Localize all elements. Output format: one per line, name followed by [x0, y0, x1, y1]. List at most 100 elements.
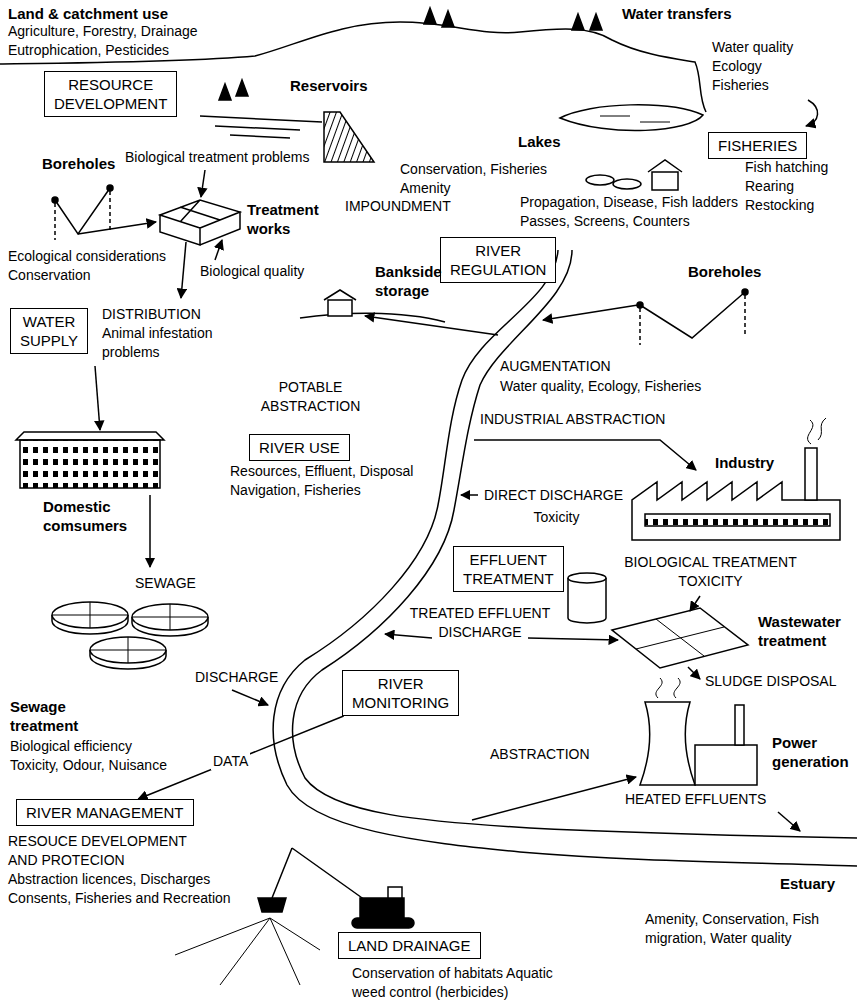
annotation-label: POTABLE ABSTRACTION: [260, 378, 361, 416]
leader-arrow: [215, 240, 222, 260]
flow-arrow: [365, 316, 498, 335]
feature-title: Treatment works: [247, 200, 320, 238]
factory-windows: [645, 514, 830, 526]
treatment-works: [160, 200, 240, 245]
annotation-label: Biological treatment problems: [125, 148, 311, 167]
pump-house: [324, 290, 356, 316]
data-connector: [138, 716, 343, 799]
smoke: [808, 418, 826, 444]
feature-title: Domestic comsumers: [43, 497, 128, 535]
annotation-label: HEATED EFFLUENTS: [625, 790, 768, 809]
annotation-label: ABSTRACTION: [490, 745, 591, 764]
flow-arrow: [232, 690, 268, 705]
feature-title: Estuary: [780, 874, 837, 893]
feature-title: Land & catchment use: [8, 4, 170, 23]
annotation-label: Fish hatching Rearing Restocking: [745, 158, 830, 215]
annotation-label: RESOUCE DEVELOPMENT AND PROTECION: [8, 832, 188, 870]
annotation-label: Water quality, Ecology, Fisheries: [500, 377, 703, 396]
annotation-label: Biological quality: [200, 262, 306, 281]
drainage-lines: [175, 918, 320, 985]
reservoir-water: [200, 116, 322, 138]
boxed-heading: RIVER MONITORING: [342, 670, 459, 716]
annotation-label: Resources, Effluent, Disposal Navigation…: [230, 462, 415, 500]
annotation-label: Abstraction licences, Discharges Consent…: [8, 870, 232, 908]
power-building: [695, 745, 757, 785]
fish-pond: [613, 179, 641, 189]
flow-arrow: [528, 638, 618, 640]
lake: [560, 105, 703, 131]
box-text: LAND DRAINAGE: [348, 936, 471, 955]
flow-arrow: [385, 634, 432, 638]
box-text: EFFLUENT TREATMENT: [463, 550, 554, 588]
fish-pond: [586, 175, 614, 185]
flow-arrow: [472, 777, 636, 820]
boxed-heading: RIVER MANAGEMENT: [16, 799, 194, 826]
flow-arrow: [778, 812, 800, 831]
dam: [324, 112, 374, 162]
feature-title: Reservoirs: [290, 76, 369, 95]
borehole-pipe: [55, 188, 110, 234]
feature-title: Lakes: [518, 132, 562, 151]
flow-arrow: [690, 596, 700, 611]
excavator-body: [360, 898, 404, 918]
excavator-tracks: [352, 918, 414, 928]
flow-arrow: [181, 242, 186, 298]
storage-tank: [568, 578, 606, 623]
flow-arrow: [688, 667, 700, 679]
transfer-arrow: [806, 100, 818, 126]
storage-tank-top: [568, 573, 606, 583]
boxed-heading: FISHERIES: [708, 132, 807, 159]
boxed-heading: RESOURCE DEVELOPMENT: [44, 71, 177, 117]
domestic-building: [20, 440, 160, 488]
annotation-label: Agriculture, Forestry, Drainage Eutrophi…: [8, 22, 199, 60]
annotation-label: Biological efficiency Toxicity, Odour, N…: [10, 737, 168, 775]
excavator-bucket: [258, 898, 286, 912]
box-text: RIVER MANAGEMENT: [26, 803, 184, 822]
feature-title: Boreholes: [42, 154, 117, 173]
chimney: [805, 448, 817, 500]
annotation-label: SEWAGE: [135, 574, 197, 593]
tree: [219, 8, 602, 100]
annotation-label: Ecological considerations Conservation: [8, 247, 167, 285]
excavator-cab: [388, 887, 402, 898]
box-text: RIVER REGULATION: [450, 241, 546, 279]
feature-title: Industry: [715, 453, 776, 472]
annotation-label: IMPOUNDMENT: [345, 197, 452, 216]
flow-arrow: [149, 495, 151, 567]
borehole-pipe: [640, 292, 745, 338]
roof: [16, 432, 164, 440]
annotation-label: SLUDGE DISPOSAL: [705, 672, 838, 691]
annotation-label: Amenity, Conservation, Fish migration, W…: [645, 910, 821, 948]
annotation-label: Toxicity: [533, 508, 580, 527]
boxed-heading: WATER SUPPLY: [10, 308, 88, 354]
box-text: WATER SUPPLY: [20, 312, 78, 350]
box-text: RESOURCE DEVELOPMENT: [54, 75, 167, 113]
river-bank: [293, 250, 857, 838]
boxed-heading: EFFLUENT TREATMENT: [453, 546, 564, 592]
power-chimney: [735, 705, 744, 745]
river-bank: [273, 250, 857, 866]
annotation-label: DISTRIBUTION Animal infestation problems: [102, 305, 214, 362]
annotation-label: INDUSTRIAL ABSTRACTION: [480, 410, 667, 429]
feature-title: Sewage treatment: [10, 697, 79, 735]
boxed-heading: RIVER REGULATION: [440, 237, 556, 283]
flow-arrow: [543, 305, 638, 320]
flow-arrow: [461, 494, 478, 496]
annotation-label: BIOLOGICAL TREATMENT TOXICITY: [608, 553, 813, 591]
flow-arrow: [474, 440, 696, 470]
box-text: RIVER MONITORING: [352, 674, 449, 712]
boxed-heading: LAND DRAINAGE: [338, 932, 481, 959]
feature-title: Wastewater treatment: [758, 612, 842, 650]
box-text: RIVER USE: [259, 438, 340, 457]
annotation-label: AUGMENTATION: [500, 357, 612, 376]
flow-arrow: [78, 222, 156, 234]
boxed-heading: RIVER USE: [249, 434, 350, 461]
leader-arrow: [201, 170, 205, 197]
annotation-label: DISCHARGE: [195, 668, 280, 687]
feature-title: Bankside storage: [375, 262, 443, 300]
annotation-label: Conservation of habitats Aquatic weed co…: [352, 964, 554, 1002]
box-text: FISHERIES: [718, 136, 797, 155]
annotation-label: Propagation, Disease, Fish ladders Passe…: [520, 193, 739, 231]
excavator-boom: [272, 848, 365, 900]
